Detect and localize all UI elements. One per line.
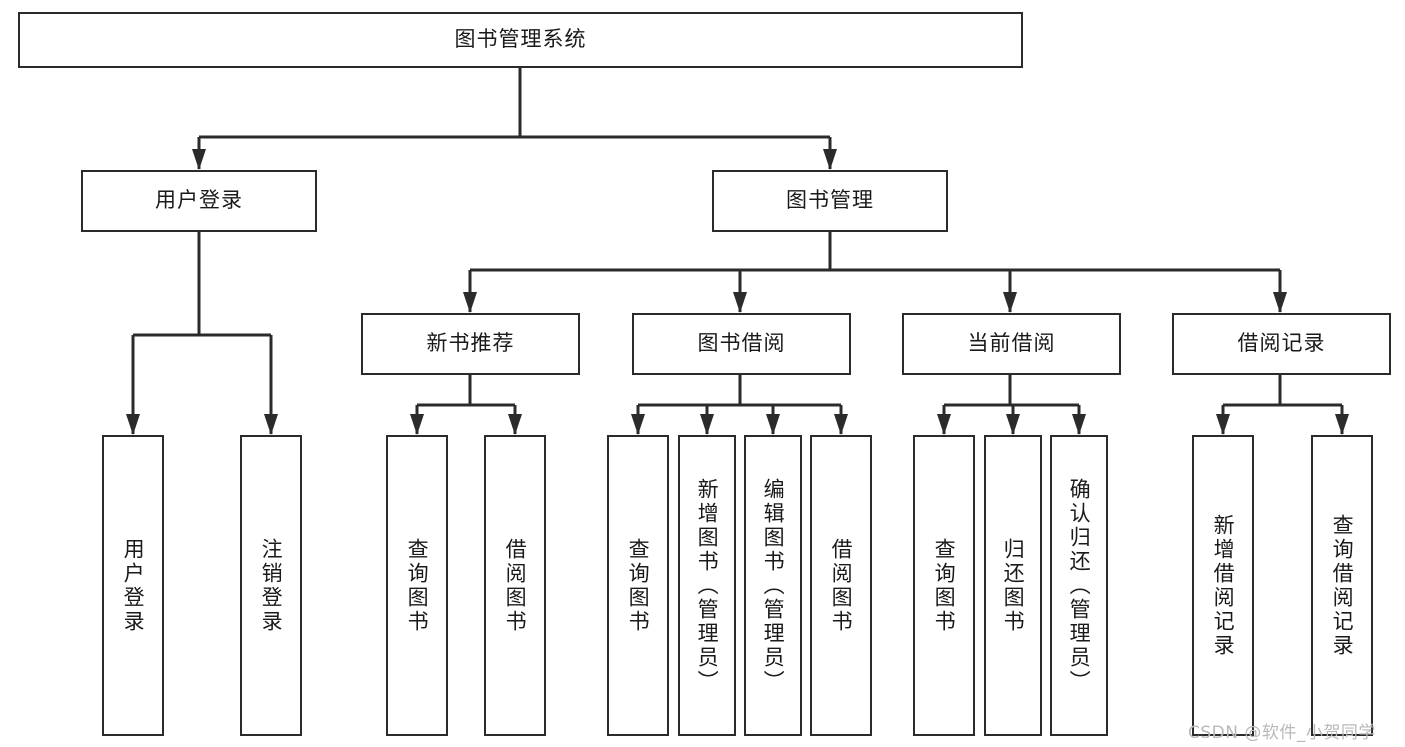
arrowhead-icon — [834, 414, 848, 435]
node-leaf-9[interactable]: 查询图书 — [913, 435, 975, 736]
arrowhead-icon — [733, 292, 747, 313]
node-borrow[interactable]: 图书借阅 — [632, 313, 851, 375]
node-newbook[interactable]: 新书推荐 — [361, 313, 580, 375]
node-label: 新书推荐 — [426, 331, 515, 356]
arrowhead-icon — [192, 149, 206, 170]
node-label: 注销登录 — [259, 537, 284, 634]
node-label: 新增图书（管理员） — [695, 477, 720, 694]
arrowhead-icon — [264, 414, 278, 435]
arrowhead-icon — [1006, 414, 1020, 435]
node-leaf-2[interactable]: 注销登录 — [240, 435, 302, 736]
node-label: 查询图书 — [405, 537, 430, 634]
node-leaf-4[interactable]: 借阅图书 — [484, 435, 546, 736]
node-label: 新增借阅记录 — [1211, 513, 1236, 658]
node-label: 编辑图书（管理员） — [761, 477, 786, 694]
node-label: 查询图书 — [932, 537, 957, 634]
arrowhead-icon — [631, 414, 645, 435]
node-login[interactable]: 用户登录 — [81, 170, 317, 232]
node-current[interactable]: 当前借阅 — [902, 313, 1121, 375]
node-label: 借阅图书 — [829, 537, 854, 634]
arrowhead-icon — [1335, 414, 1349, 435]
arrowhead-icon — [1216, 414, 1230, 435]
node-leaf-7[interactable]: 编辑图书（管理员） — [744, 435, 802, 736]
arrowhead-icon — [823, 149, 837, 170]
arrowhead-icon — [463, 292, 477, 313]
node-label: 确认归还（管理员） — [1067, 477, 1092, 694]
arrowhead-icon — [766, 414, 780, 435]
node-leaf-8[interactable]: 借阅图书 — [810, 435, 872, 736]
node-leaf-3[interactable]: 查询图书 — [386, 435, 448, 736]
node-label: 用户登录 — [121, 537, 146, 634]
arrowhead-icon — [1003, 292, 1017, 313]
node-root[interactable]: 图书管理系统 — [18, 12, 1023, 68]
arrowhead-icon — [410, 414, 424, 435]
arrowhead-icon — [126, 414, 140, 435]
node-label: 图书借阅 — [697, 331, 786, 356]
node-label: 查询图书 — [626, 537, 651, 634]
node-leaf-5[interactable]: 查询图书 — [607, 435, 669, 736]
node-records[interactable]: 借阅记录 — [1172, 313, 1391, 375]
node-label: 查询借阅记录 — [1330, 513, 1355, 658]
node-label: 借阅记录 — [1237, 331, 1326, 356]
node-leaf-10[interactable]: 归还图书 — [984, 435, 1042, 736]
arrowhead-icon — [1072, 414, 1086, 435]
node-leaf-11[interactable]: 确认归还（管理员） — [1050, 435, 1108, 736]
arrowhead-icon — [700, 414, 714, 435]
node-label: 图书管理系统 — [454, 27, 587, 52]
node-bookmgmt[interactable]: 图书管理 — [712, 170, 948, 232]
node-leaf-13[interactable]: 查询借阅记录 — [1311, 435, 1373, 736]
arrowhead-icon — [1273, 292, 1287, 313]
node-leaf-1[interactable]: 用户登录 — [102, 435, 164, 736]
node-label: 借阅图书 — [503, 537, 528, 634]
node-label: 归还图书 — [1001, 537, 1026, 634]
arrowhead-icon — [508, 414, 522, 435]
node-leaf-12[interactable]: 新增借阅记录 — [1192, 435, 1254, 736]
arrowhead-icon — [937, 414, 951, 435]
node-label: 图书管理 — [786, 188, 874, 213]
node-leaf-6[interactable]: 新增图书（管理员） — [678, 435, 736, 736]
node-label: 当前借阅 — [967, 331, 1056, 356]
node-label: 用户登录 — [155, 188, 243, 213]
